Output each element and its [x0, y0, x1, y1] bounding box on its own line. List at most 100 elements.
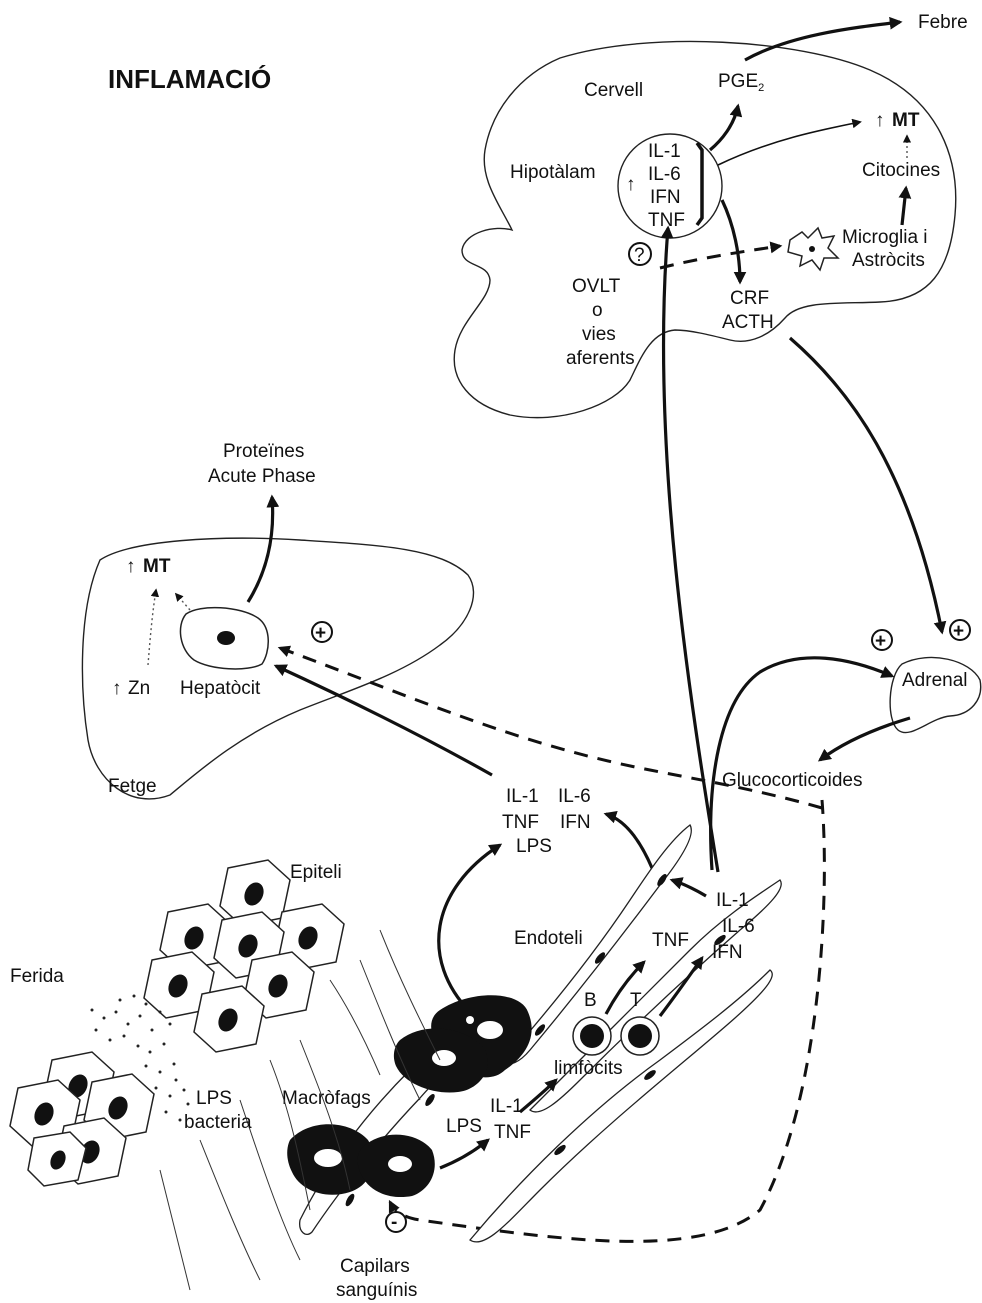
- macrophage-vacuole: [477, 1021, 503, 1039]
- macrophage-lps-label: LPS: [446, 1116, 482, 1137]
- microglia-nucleus: [809, 246, 815, 252]
- arrow-microglia-to-citocines: [898, 185, 912, 226]
- macrophage-vacuole: [314, 1149, 342, 1167]
- plus-sign-adrenal-right: +: [953, 621, 964, 642]
- arrow-to-acute-phase: [246, 494, 280, 603]
- sanguinis-label: sanguínis: [336, 1280, 417, 1301]
- dashed-arrow-glucocorticoids-to-macrophages: [388, 799, 826, 1243]
- febre-label: Febre: [918, 12, 968, 33]
- vessel-nucleus: [594, 952, 606, 964]
- vessel-nucleus: [644, 1070, 656, 1080]
- liver-mt-up: ↑: [126, 556, 136, 577]
- page-title: INFLAMACIÓ: [108, 64, 271, 94]
- capilars-label: Capilars: [340, 1256, 410, 1277]
- arrow-to-endoteli: [669, 877, 707, 898]
- vessel-nucleus: [425, 1094, 435, 1106]
- minus-sign: -: [391, 1212, 397, 1233]
- hypothalamus-cytokine: IL-6: [648, 164, 681, 185]
- lymph-il1: IL-1: [716, 890, 749, 911]
- adrenal-outline: [889, 656, 982, 734]
- pge2-label: PGE2: [718, 71, 764, 94]
- ovlt-aferents: aferents: [566, 348, 635, 369]
- hypothalamus-label: Hipotàlam: [510, 162, 596, 183]
- lymph-tnf: TNF: [652, 930, 689, 951]
- citocines-label: Citocines: [862, 160, 940, 181]
- lps-bacteria-label-2: bacteria: [184, 1112, 252, 1133]
- brain-outline: [453, 40, 957, 419]
- lymphocyte-t-nucleus: [628, 1024, 652, 1048]
- arrow-mediators-to-hepatocit: [273, 664, 493, 777]
- hypothalamus-cytokine: IL-1: [648, 141, 681, 162]
- arrow-adrenal-to-glucocorticoids: [817, 716, 911, 762]
- capillary-vessel: [504, 824, 692, 1065]
- dotted-arrow-hepatocit-to-mt: [174, 592, 191, 611]
- epithelium: [9, 859, 345, 1187]
- vessel-nucleus: [714, 934, 726, 946]
- arrow-macrophage-to-mediators: [437, 843, 503, 1014]
- arrow-acth-to-adrenal: [788, 336, 947, 635]
- crf-label: CRF: [730, 288, 769, 309]
- limfocits-label: limfòcits: [554, 1058, 623, 1079]
- acth-label: ACTH: [722, 312, 774, 333]
- brain-mt-label: MT: [892, 110, 920, 131]
- plus-circle-adrenal-right: [949, 619, 971, 641]
- mediator-il1: IL-1: [506, 786, 539, 807]
- acute-phase-label-2: Acute Phase: [208, 466, 316, 487]
- acute-phase-label-1: Proteïnes: [223, 441, 304, 462]
- cytokine-bracket: [695, 141, 704, 227]
- dotted-arrow-zn-to-mt: [147, 588, 160, 666]
- epiteli-label: Epiteli: [290, 862, 342, 883]
- hypothalamus-up-arrow: ↑: [626, 174, 636, 195]
- mediator-ifn: IFN: [560, 812, 591, 833]
- vessel-nucleus: [657, 874, 667, 886]
- brain-label: Cervell: [584, 80, 643, 101]
- ovlt-o: o: [592, 300, 603, 321]
- microglia-label: Microglia i: [842, 227, 928, 248]
- macrophage-il1-label: IL-1: [490, 1096, 523, 1117]
- plus-circle-adrenal-left: [871, 629, 893, 651]
- minus-circle: [385, 1211, 407, 1233]
- mediator-lps: LPS: [516, 836, 552, 857]
- macrophage-tnf-label: TNF: [494, 1122, 531, 1143]
- brain-mt-up: ↑: [875, 110, 885, 131]
- plus-sign-liver: +: [315, 623, 326, 644]
- vessel-nucleus: [345, 1193, 355, 1207]
- macrophage-vacuole: [388, 1156, 412, 1172]
- glucocorticoides-label: Glucocorticoides: [722, 770, 862, 791]
- endoteli-label: Endoteli: [514, 928, 583, 949]
- vessel-nucleus: [534, 1024, 546, 1036]
- arrow-macrophage-to-il1: [439, 1138, 490, 1170]
- bacteria-dots: [90, 994, 190, 1122]
- lymph-il6: IL-6: [722, 916, 755, 937]
- mediator-il6: IL-6: [558, 786, 591, 807]
- capillary-vessel: [469, 969, 773, 1243]
- arrow-to-febre: [744, 16, 903, 62]
- ferida-label: Ferida: [10, 966, 64, 987]
- arrow-to-crf: [720, 199, 747, 285]
- adrenal-label: Adrenal: [902, 670, 968, 691]
- arrow-endoteli-to-mediators: [603, 810, 654, 869]
- hypothalamus-cytokine: TNF: [648, 210, 685, 231]
- zn-label: Zn: [128, 678, 150, 699]
- macrofags-label: Macròfags: [282, 1088, 371, 1109]
- arrow-t-to-ifn: [658, 955, 704, 1017]
- macrophage-vacuole: [466, 1016, 474, 1024]
- plus-sign-adrenal-left: +: [875, 631, 886, 652]
- arrow-b-to-tnf: [604, 960, 646, 1015]
- arrow-to-brain-mt: [717, 118, 862, 166]
- lps-bacteria-label-1: LPS: [196, 1088, 232, 1109]
- astrocits-label: Astròcits: [852, 250, 925, 271]
- arrow-to-hypothalamus: [660, 225, 720, 873]
- liver-label: Fetge: [108, 776, 157, 797]
- vessel-nucleus: [554, 1144, 566, 1156]
- liver-mt-label: MT: [143, 556, 171, 577]
- liver-outline: [81, 537, 475, 800]
- zn-up: ↑: [112, 678, 122, 699]
- ovlt-label: OVLT: [572, 276, 621, 297]
- macrophage-vacuole: [432, 1050, 456, 1066]
- question-mark: ?: [634, 245, 645, 266]
- t-cell-label: T: [630, 990, 642, 1011]
- hepatocyte-nucleus: [217, 631, 235, 645]
